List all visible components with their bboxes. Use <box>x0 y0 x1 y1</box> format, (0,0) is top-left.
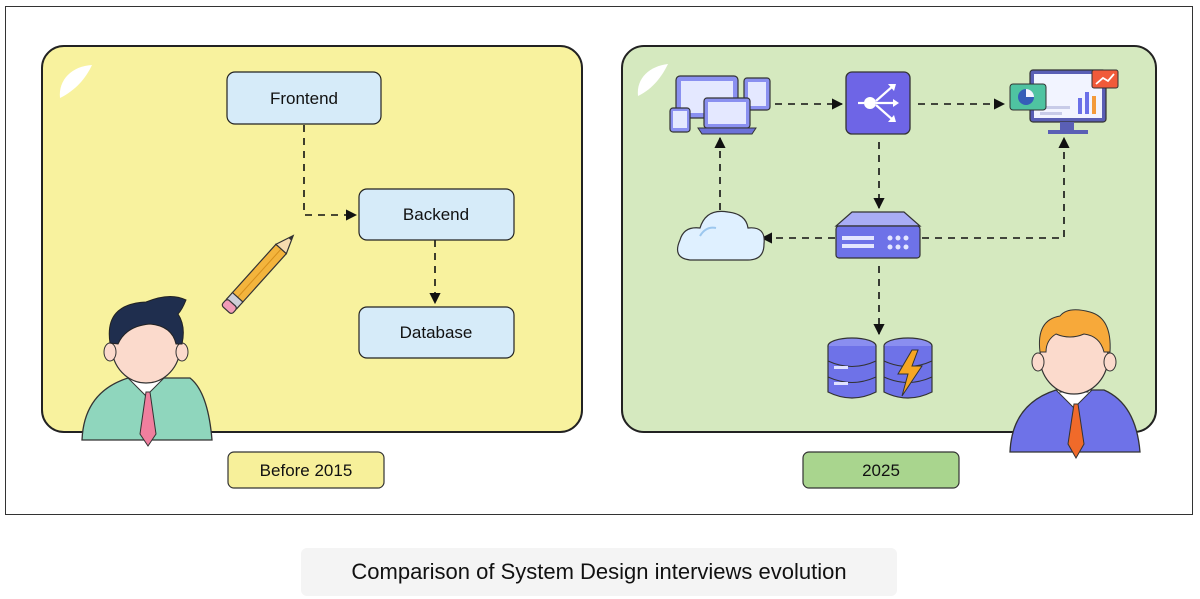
comparison-diagram: Frontend Backend Database <box>41 45 1157 489</box>
frontend-node: Frontend <box>226 71 382 125</box>
server-icon <box>834 211 922 259</box>
analytics-dashboard-icon <box>1009 69 1119 134</box>
left-panel-shine <box>59 65 92 98</box>
server-to-dashboard-arrow <box>922 136 1070 239</box>
frontend-label: Frontend <box>270 89 338 108</box>
right-era-label: 2025 <box>802 451 960 489</box>
right-panel-shine <box>637 64 668 96</box>
database-icon <box>827 337 877 399</box>
cache-database-icon <box>883 337 933 399</box>
person-avatar-right <box>1009 309 1141 460</box>
figure-caption: Comparison of System Design interviews e… <box>301 548 897 596</box>
right-era-text: 2025 <box>862 461 900 480</box>
caption-text: Comparison of System Design interviews e… <box>351 559 847 584</box>
client-devices-icon <box>669 75 771 135</box>
database-label: Database <box>400 323 473 342</box>
frontend-to-backend-arrow <box>303 125 358 221</box>
left-era-label: Before 2015 <box>227 451 385 489</box>
pencil-icon <box>221 234 295 314</box>
backend-node: Backend <box>358 188 515 241</box>
left-panel: Frontend Backend Database <box>41 45 583 489</box>
load-balancer-icon <box>845 71 911 135</box>
person-avatar-left <box>81 296 213 447</box>
database-node: Database <box>358 306 515 359</box>
cloud-icon <box>677 210 765 261</box>
left-era-text: Before 2015 <box>260 461 353 480</box>
backend-label: Backend <box>403 205 469 224</box>
right-panel: 2025 <box>621 45 1157 489</box>
